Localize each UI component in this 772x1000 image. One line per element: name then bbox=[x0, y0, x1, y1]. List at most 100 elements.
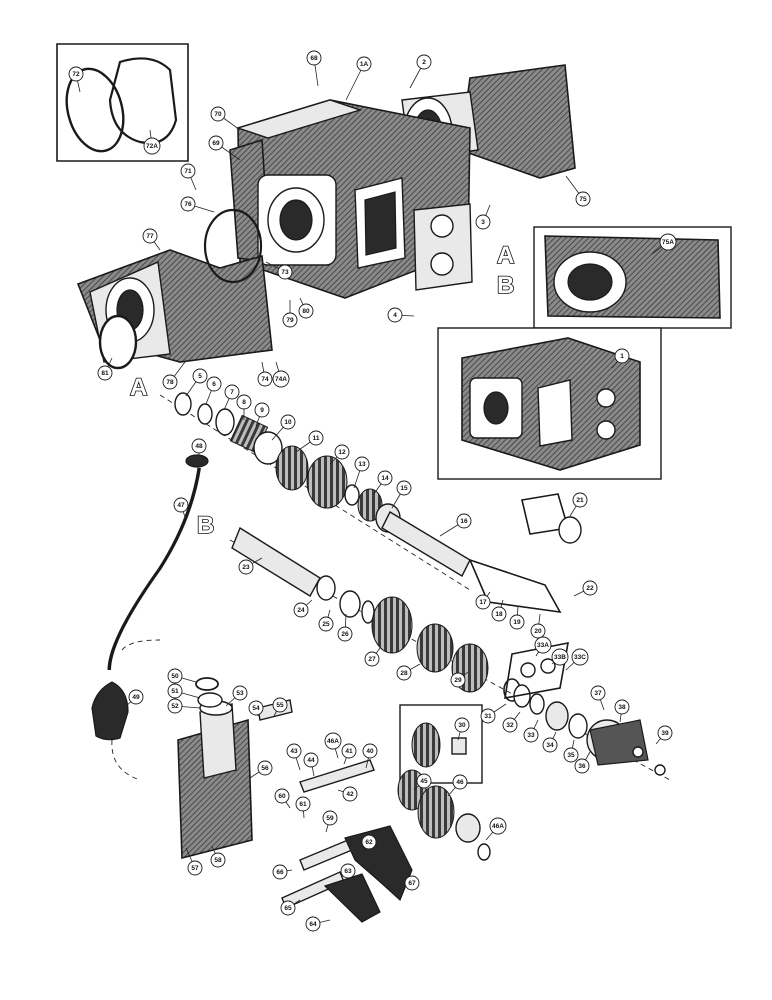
callout-label: 49 bbox=[132, 694, 140, 701]
callout-c9: 9 bbox=[254, 402, 270, 427]
callout-circle bbox=[416, 54, 432, 70]
callout-circle bbox=[210, 852, 226, 868]
callout-c25: 25 bbox=[318, 609, 334, 632]
callout-circle bbox=[450, 672, 466, 688]
callout-circle bbox=[582, 580, 598, 596]
callout-label: 45 bbox=[420, 778, 428, 785]
callout-label: 64 bbox=[309, 921, 317, 928]
callout-circle bbox=[356, 56, 372, 72]
callout-circle bbox=[162, 374, 178, 390]
callout-c68: 68 bbox=[306, 50, 322, 87]
callout-c48: 48 bbox=[191, 438, 207, 456]
callout-c5: 5 bbox=[185, 368, 208, 397]
callout-label: 53 bbox=[236, 690, 244, 697]
callout-label: 69 bbox=[212, 140, 220, 147]
callout-c41: 41 bbox=[341, 743, 357, 765]
callout-label: 33B bbox=[554, 654, 566, 661]
callout-c19: 19 bbox=[509, 605, 525, 630]
callout-label: 42 bbox=[346, 791, 354, 798]
shift-rails bbox=[281, 759, 491, 923]
callout-label: 29 bbox=[454, 677, 462, 684]
callout-circle bbox=[396, 665, 412, 681]
callout-circle bbox=[180, 163, 196, 179]
callout-circle bbox=[97, 365, 113, 381]
inset-gear-30 bbox=[399, 704, 483, 784]
shifter-housing bbox=[177, 677, 293, 860]
callout-label: 78 bbox=[166, 379, 174, 386]
callout-c18: 18 bbox=[491, 599, 507, 622]
callout-label: 36 bbox=[578, 763, 586, 770]
callout-circle bbox=[280, 414, 296, 430]
callout-label: 10 bbox=[284, 419, 292, 426]
callout-circle bbox=[530, 623, 546, 639]
callout-circle bbox=[571, 648, 589, 666]
callout-label: 27 bbox=[368, 656, 376, 663]
callout-c27: 27 bbox=[364, 647, 381, 667]
callout-circle bbox=[277, 264, 293, 280]
callout-label: 71 bbox=[184, 168, 192, 175]
callout-c71: 71 bbox=[180, 163, 197, 191]
callout-c13: 13 bbox=[353, 456, 370, 489]
callout-circle bbox=[272, 864, 288, 880]
callout-c46a_bottom: 46A bbox=[485, 817, 507, 841]
callout-c75a: 75A bbox=[651, 233, 677, 255]
callout-circle bbox=[590, 685, 606, 701]
callout-circle bbox=[416, 773, 432, 789]
callout-circle bbox=[318, 616, 334, 632]
callout-circle bbox=[187, 860, 203, 876]
callout-c75: 75 bbox=[565, 175, 591, 207]
section-letter-a-left: A bbox=[130, 374, 147, 401]
section-letter-b-lower: B bbox=[197, 512, 214, 539]
callout-label: 30 bbox=[458, 722, 466, 729]
callout-circle bbox=[298, 303, 314, 319]
callout-circle bbox=[387, 307, 403, 323]
callout-circle bbox=[362, 743, 378, 759]
callout-circle bbox=[574, 758, 590, 774]
callout-label: 21 bbox=[576, 497, 584, 504]
callout-label: 47 bbox=[177, 502, 185, 509]
callout-circle bbox=[210, 106, 226, 122]
callout-circle bbox=[322, 810, 338, 826]
callout-c31: 31 bbox=[480, 703, 507, 724]
gear-12 bbox=[306, 455, 348, 509]
callout-label: 4 bbox=[393, 312, 397, 319]
callout-circle bbox=[657, 725, 673, 741]
callout-circle bbox=[306, 50, 322, 66]
callout-label: 9 bbox=[260, 407, 264, 414]
callout-c52: 52 bbox=[167, 698, 201, 714]
callout-label: 68 bbox=[310, 55, 318, 62]
gear-28 bbox=[416, 623, 454, 673]
callout-c35: 35 bbox=[563, 739, 579, 763]
callout-circle bbox=[282, 312, 298, 328]
callout-circle bbox=[173, 497, 189, 513]
callout-label: 8 bbox=[242, 399, 246, 406]
callout-label: 80 bbox=[302, 308, 310, 315]
callout-label: 55 bbox=[276, 702, 284, 709]
callout-c38: 38 bbox=[614, 699, 630, 723]
callout-label: 34 bbox=[546, 742, 554, 749]
callout-c73: 73 bbox=[265, 261, 293, 280]
callout-circle bbox=[377, 470, 393, 486]
callout-label: 39 bbox=[661, 730, 669, 737]
callout-circle bbox=[192, 368, 208, 384]
callout-circle bbox=[475, 214, 491, 230]
callout-label: 41 bbox=[345, 748, 353, 755]
callout-c32: 32 bbox=[502, 711, 521, 733]
callout-circle bbox=[308, 430, 324, 446]
callout-c57: 57 bbox=[185, 847, 203, 876]
callout-circle bbox=[180, 196, 196, 212]
callout-label: 6 bbox=[212, 381, 216, 388]
gasket-inset bbox=[56, 43, 189, 162]
callout-c21: 21 bbox=[569, 492, 588, 517]
callout-circle bbox=[143, 137, 161, 155]
callout-circle bbox=[456, 513, 472, 529]
callout-circle bbox=[280, 900, 296, 916]
callout-c37: 37 bbox=[590, 685, 606, 711]
callout-label: 5 bbox=[198, 373, 202, 380]
callout-c66: 66 bbox=[272, 864, 293, 880]
section-letter-b-right: B bbox=[497, 272, 514, 299]
callout-c78: 78 bbox=[162, 361, 186, 390]
callout-circle bbox=[551, 648, 569, 666]
callout-label: 35 bbox=[567, 752, 575, 759]
